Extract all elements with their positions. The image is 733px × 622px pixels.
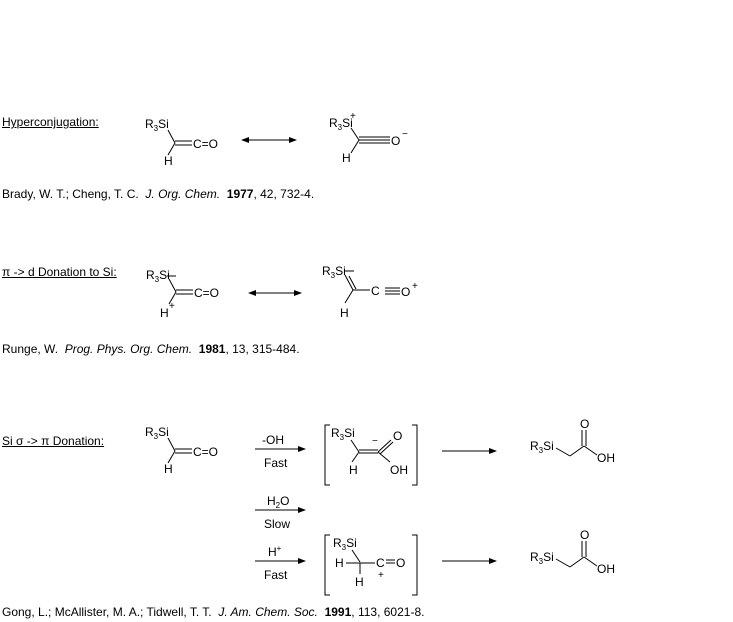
svg-text:H: H: [355, 575, 364, 589]
intermediate-cation-labels: R3Si H C O + H: [333, 536, 405, 589]
section-label-pi-d-donation: π -> d Donation to Si:: [2, 265, 117, 279]
structure-ynolate-1: [350, 127, 390, 154]
product-acid-1: [555, 430, 598, 457]
reference-volume-pages: , 113, 6021-8.: [351, 605, 425, 619]
svg-text:H: H: [335, 556, 344, 570]
reference-year: 1977: [226, 187, 254, 201]
reference-year: 1981: [198, 342, 226, 356]
structure-silylketene-3-labels: R3Si C=O H: [145, 425, 218, 476]
structure-silylketene-2-labels: R3Si C=O H +: [146, 268, 219, 320]
reference-brady: Brady, W. T.; Cheng, T. C. J. Org. Chem.…: [2, 187, 314, 201]
svg-text:R3Si: R3Si: [329, 116, 353, 132]
svg-text:−: −: [402, 129, 408, 140]
structure-silylketene-1-labels: R3Si C=O H: [145, 117, 218, 168]
svg-text:O: O: [580, 528, 589, 542]
intermediate-enolate: [324, 424, 418, 486]
product-acid-1-labels: R3Si O OH: [530, 417, 615, 465]
svg-text:C=O: C=O: [194, 286, 219, 300]
section-label-si-sigma-pi-donation: Si σ -> π Donation:: [2, 434, 105, 448]
svg-text:H: H: [340, 306, 349, 320]
svg-text:R3Si: R3Si: [146, 268, 170, 284]
intermediate-enolate-labels: R3Si O − H OH: [331, 426, 408, 477]
reference-authors: Runge, W.: [2, 342, 59, 356]
svg-text:H: H: [164, 154, 173, 168]
svg-text:C: C: [371, 284, 380, 298]
svg-text:+: +: [169, 301, 175, 312]
condition-slow: Slow: [264, 517, 290, 531]
svg-text:H: H: [349, 463, 358, 477]
svg-text:R3Si: R3Si: [331, 426, 355, 442]
reference-journal: Prog. Phys. Org. Chem.: [64, 342, 193, 356]
reference-gong: Gong, L.; McAllister, M. A.; Tidwell, T.…: [2, 605, 424, 619]
svg-text:+: +: [378, 570, 384, 581]
structure-ylide-2-labels: R3Si C O + H: [322, 264, 418, 320]
reference-year: 1991: [324, 605, 352, 619]
structure-ynolate-1-labels: R3Si + O − H: [329, 111, 408, 165]
reference-volume-pages: , 42, 732-4.: [253, 187, 315, 201]
svg-text:OH: OH: [597, 451, 615, 465]
product-acid-2-labels: R3Si O OH: [530, 528, 615, 576]
structure-silylketene-3: [167, 437, 192, 464]
svg-text:O: O: [396, 556, 405, 570]
svg-text:R3Si: R3Si: [530, 550, 554, 566]
svg-text:O: O: [580, 417, 589, 431]
svg-text:OH: OH: [597, 562, 615, 576]
svg-text:C=O: C=O: [193, 137, 218, 151]
svg-text:H: H: [164, 462, 173, 476]
svg-text:O: O: [401, 285, 410, 299]
condition-fast-1: Fast: [264, 456, 288, 470]
reference-journal: J. Am. Chem. Soc.: [218, 605, 318, 619]
reagent-proton: H+: [268, 544, 282, 559]
intermediate-cation: [324, 534, 418, 596]
product-acid-2: [555, 541, 598, 568]
svg-text:O: O: [393, 429, 402, 443]
reference-volume-pages: , 13, 315-484.: [225, 342, 300, 356]
svg-text:R3Si: R3Si: [145, 117, 169, 133]
structure-ylide-2: [344, 270, 400, 304]
reference-authors: Gong, L.; McAllister, M. A.; Tidwell, T.…: [2, 605, 212, 619]
svg-text:+: +: [412, 281, 418, 292]
structure-silylketene-1: [167, 129, 192, 156]
svg-text:R3Si: R3Si: [145, 425, 169, 441]
reagent-water: H2O: [267, 494, 289, 510]
reagent-hydroxide: -OH: [262, 433, 284, 447]
svg-text:H: H: [342, 151, 351, 165]
reference-runge: Runge, W. Prog. Phys. Org. Chem. 1981, 1…: [2, 342, 300, 356]
condition-fast-2: Fast: [264, 568, 288, 582]
svg-text:C=O: C=O: [193, 445, 218, 459]
svg-text:R3Si: R3Si: [333, 536, 357, 552]
svg-text:C: C: [376, 556, 385, 570]
structure-silylketene-2: [167, 275, 193, 305]
svg-text:+: +: [350, 111, 356, 122]
reference-authors: Brady, W. T.; Cheng, T. C.: [2, 187, 139, 201]
svg-text:OH: OH: [390, 463, 408, 477]
svg-text:R3Si: R3Si: [322, 264, 346, 280]
reference-journal: J. Org. Chem.: [145, 187, 221, 201]
svg-text:H: H: [160, 306, 169, 320]
svg-text:−: −: [372, 436, 378, 447]
section-label-hyperconjugation: Hyperconjugation:: [2, 115, 99, 129]
svg-text:O: O: [391, 134, 400, 148]
svg-text:R3Si: R3Si: [530, 439, 554, 455]
